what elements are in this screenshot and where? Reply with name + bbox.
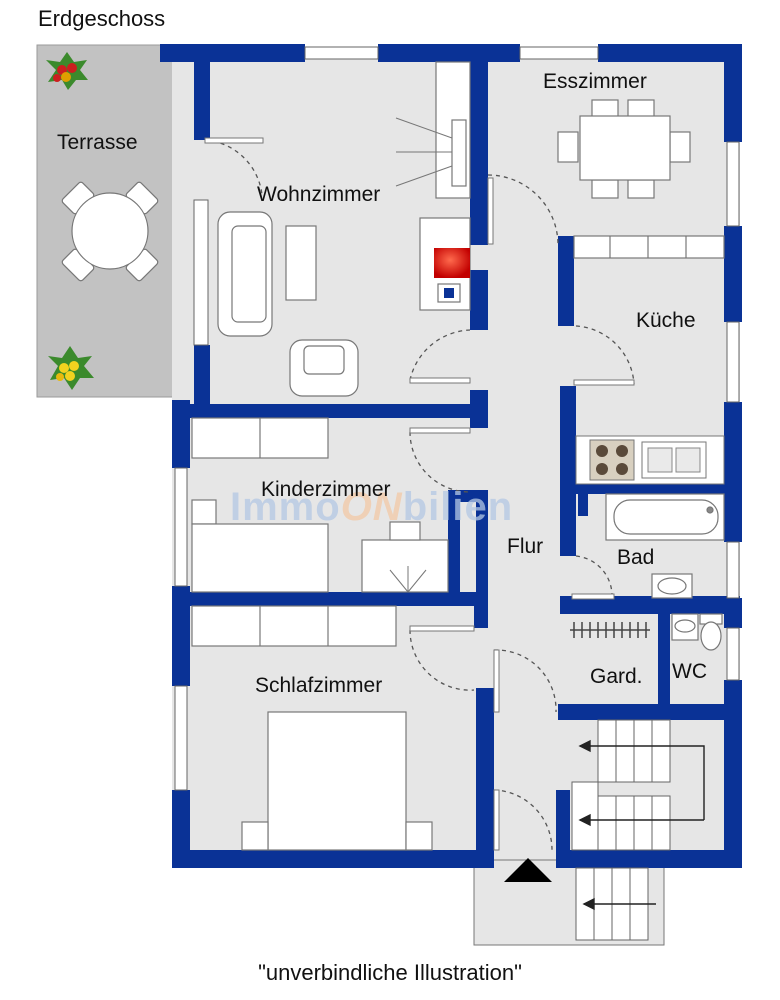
label-esszimmer: Esszimmer xyxy=(543,70,647,93)
label-wohnzimmer: Wohnzimmer xyxy=(257,183,380,206)
windows xyxy=(174,46,740,791)
label-terrasse: Terrasse xyxy=(57,131,138,154)
watermark: ImmoONbilien xyxy=(230,485,513,529)
bathtub xyxy=(605,493,725,541)
fireplace-icon xyxy=(434,248,470,278)
door-leaves xyxy=(204,137,635,851)
door-swings xyxy=(204,139,635,851)
entrance-arrow-icon xyxy=(504,858,552,882)
label-schlafzimmer: Schlafzimmer xyxy=(255,674,382,697)
double-bed xyxy=(267,711,407,851)
flower-pot-bottom xyxy=(48,346,94,390)
label-flur: Flur xyxy=(507,535,543,558)
walls xyxy=(160,44,742,868)
kitchen-counter-bottom xyxy=(575,435,725,485)
desk xyxy=(361,539,449,593)
dining-table xyxy=(557,99,691,199)
tv-lines xyxy=(395,117,453,187)
wc-fixtures xyxy=(671,613,723,651)
bedroom-furniture xyxy=(191,605,433,851)
coat-rail xyxy=(570,622,650,638)
stair-arrows xyxy=(578,739,705,911)
label-kinderzimmer: Kinderzimmer xyxy=(261,478,391,501)
staircase xyxy=(571,719,724,941)
label-kueche: Küche xyxy=(636,309,696,332)
coffee-table xyxy=(285,225,317,301)
kids-room-furniture xyxy=(191,417,449,593)
stove xyxy=(589,439,635,481)
bed-kids xyxy=(191,499,217,525)
label-wc: WC xyxy=(672,660,707,683)
bathroom-sink xyxy=(651,573,693,599)
terrace-table xyxy=(61,181,159,282)
kitchen-counter-top xyxy=(573,235,725,259)
tv xyxy=(451,119,467,187)
label-gard: Gard. xyxy=(590,665,643,688)
floor-title: Erdgeschoss xyxy=(38,6,166,31)
wardrobe-bedroom xyxy=(191,605,397,647)
desk-lamp-lines xyxy=(389,566,427,593)
caption: "unverbindliche Illustration" xyxy=(258,960,522,985)
flower-pot-top xyxy=(46,52,88,90)
label-bad: Bad xyxy=(617,546,654,569)
